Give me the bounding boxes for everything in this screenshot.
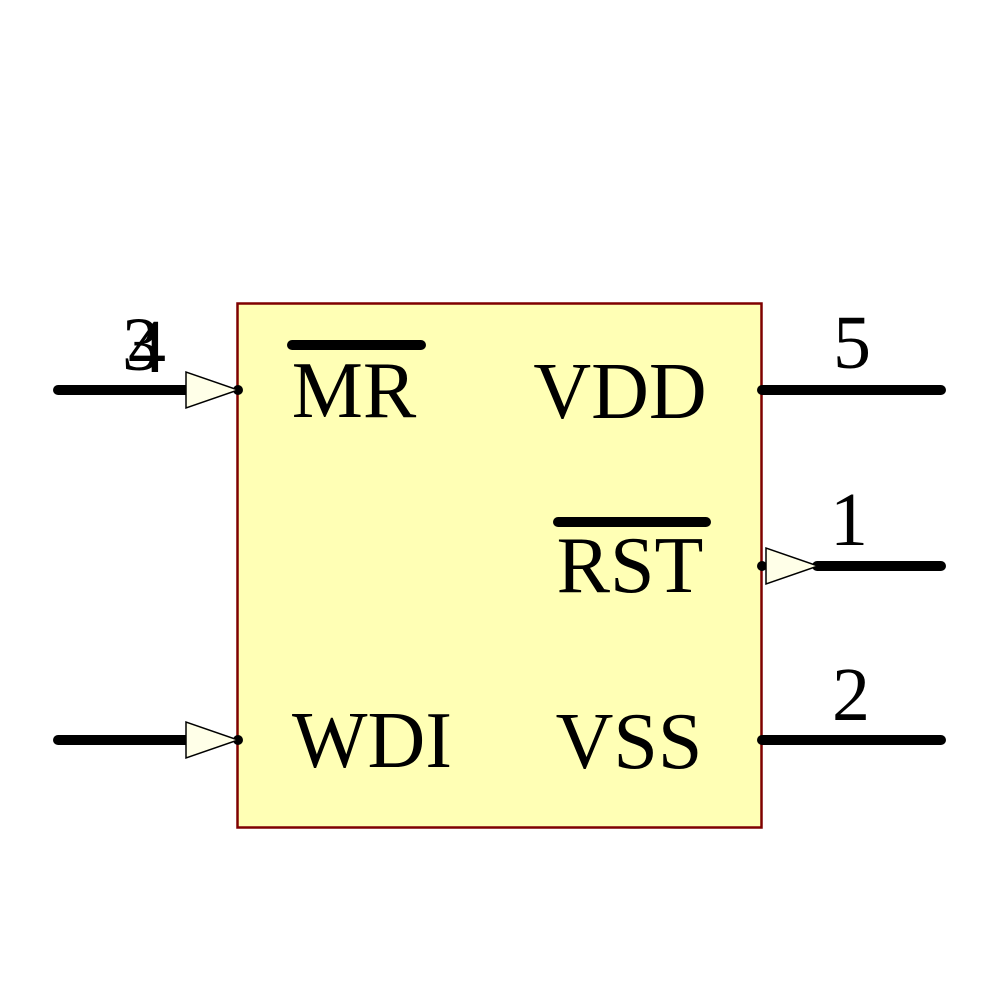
pin-4: 4 WDI	[53, 305, 452, 785]
pin-label-vss: VSS	[556, 698, 703, 786]
pin-3-number: 3	[122, 303, 160, 387]
pin-label-vdd: VDD	[533, 348, 706, 436]
ic-body[interactable]	[237, 303, 762, 828]
output-arrow-icon	[765, 546, 821, 586]
pin-3: 3 MR	[53, 303, 426, 435]
pin-1-number: 1	[830, 478, 868, 562]
pin-5: 5 VDD	[533, 301, 946, 436]
pin-1: 1 RST	[553, 478, 946, 610]
pin-5-number: 5	[833, 301, 871, 385]
pin-label-mr: MR	[292, 347, 417, 435]
input-arrow-icon	[185, 720, 241, 760]
pin-label-rst: RST	[557, 522, 704, 610]
input-arrow-icon	[185, 370, 241, 410]
pin-label-wdi: WDI	[292, 697, 452, 785]
pin-1-contact-dot	[757, 561, 767, 571]
pin-2: 2 VSS	[556, 653, 946, 786]
pin-4-number: 4	[128, 305, 166, 389]
pin-2-number: 2	[832, 653, 870, 737]
